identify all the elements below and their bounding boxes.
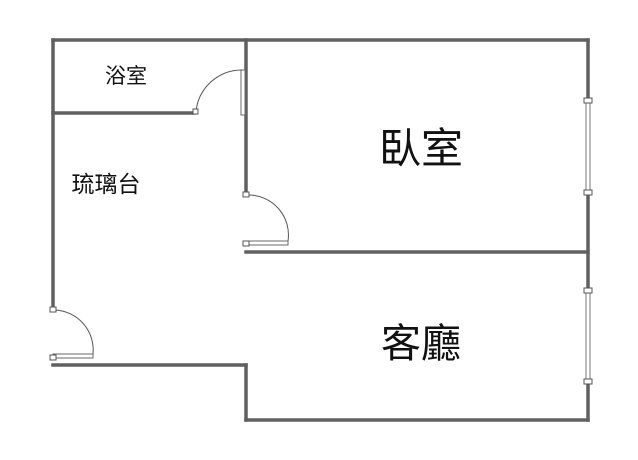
window-marker (583, 287, 593, 294)
window-marker (583, 189, 593, 196)
room-label-bedroom: 臥室 (379, 124, 463, 173)
window-living-room (583, 287, 593, 385)
door-bedroom (242, 191, 289, 247)
room-label-living-room: 客廳 (381, 321, 461, 367)
door-bathroom (192, 69, 246, 116)
door-entrance (49, 306, 94, 361)
window-marker (583, 97, 593, 104)
window-bedroom (583, 97, 593, 196)
room-label-counter: 琉璃台 (72, 172, 141, 198)
room-label-bathroom: 浴室 (105, 64, 147, 88)
walls (51, 38, 590, 422)
window-marker (583, 378, 593, 385)
